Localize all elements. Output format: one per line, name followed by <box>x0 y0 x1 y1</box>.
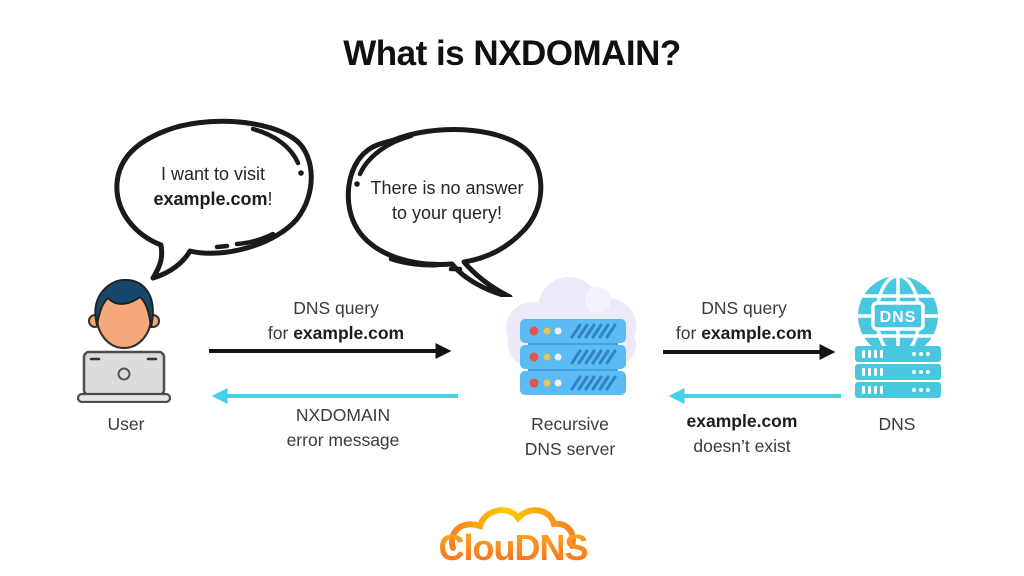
query1-label-line1: DNS query <box>293 298 379 318</box>
resolver-bubble-line2: to your query! <box>391 203 503 223</box>
noexist-label-line1: example.com <box>686 411 798 431</box>
noexist-label: example.com doesn’t exist <box>637 409 847 459</box>
resolver-label-line1: Recursive <box>531 414 609 434</box>
nxdomain-label-line1: NXDOMAIN <box>295 405 391 425</box>
query1-label: DNS query for example.com <box>231 296 441 346</box>
nxdomain-label: NXDOMAIN error message <box>238 403 448 453</box>
resolver-label-line2: DNS server <box>524 439 616 459</box>
query2-label: DNS query for example.com <box>639 296 849 346</box>
resolver-bubble-text: There is no answer to your query! <box>357 176 537 226</box>
dns-label: DNS <box>878 414 916 434</box>
user-bubble-line1: I want to visit <box>160 164 266 184</box>
user-label: User <box>107 414 145 434</box>
noexist-arrow-icon <box>668 388 841 404</box>
cloudns-logo-text: ClouDNS <box>439 527 588 568</box>
speech-bubble-resolver-icon <box>345 127 544 297</box>
user-icon <box>77 278 171 403</box>
query2-arrow-icon <box>663 344 836 360</box>
nxdomain-arrow-icon <box>211 388 458 404</box>
query1-label-line2: for example.com <box>267 323 405 343</box>
resolver-bubble-line1: There is no answer <box>370 178 524 198</box>
noexist-label-line2: doesn’t exist <box>693 436 791 456</box>
dns-globe-text: DNS <box>880 309 917 326</box>
cloudns-logo: ClouDNS <box>439 507 589 568</box>
query2-label-line2: for example.com <box>675 323 813 343</box>
nxdomain-label-line2: error message <box>286 430 400 450</box>
query1-arrow-icon <box>209 343 452 359</box>
recursive-dns-server-icon <box>506 277 636 395</box>
dns-server-icon: DNS <box>855 276 941 398</box>
page-title: What is NXDOMAIN? <box>343 34 681 73</box>
resolver-label: Recursive DNS server <box>485 412 655 462</box>
user-bubble-line2: example.com! <box>153 189 273 209</box>
user-bubble-text: I want to visit example.com! <box>128 162 298 212</box>
speech-bubble-user-icon <box>114 118 314 281</box>
query2-label-line1: DNS query <box>701 298 787 318</box>
